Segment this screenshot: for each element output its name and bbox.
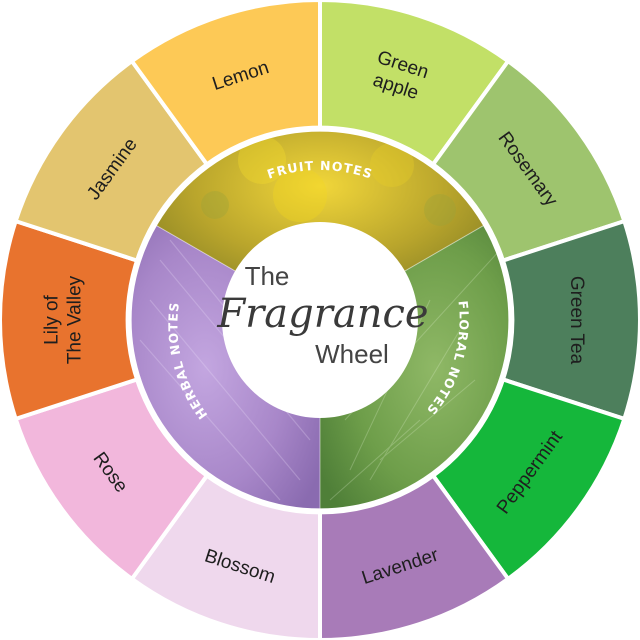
ring-divider: [125, 125, 515, 515]
segment-label-line: Green Tea: [566, 276, 587, 365]
segment-label-line: The Valley: [65, 275, 86, 364]
segment-label-line: Lily of: [42, 294, 63, 344]
segment-label-green-tea: Green Tea: [566, 276, 587, 365]
center-title-the: The: [245, 261, 290, 291]
center-title: The Fragrance Wheel: [216, 261, 428, 369]
center-disc: [222, 222, 418, 418]
center-title-fragrance: Fragrance: [216, 291, 428, 337]
center-title-wheel: Wheel: [315, 339, 389, 369]
fruit-texture: [201, 136, 456, 226]
